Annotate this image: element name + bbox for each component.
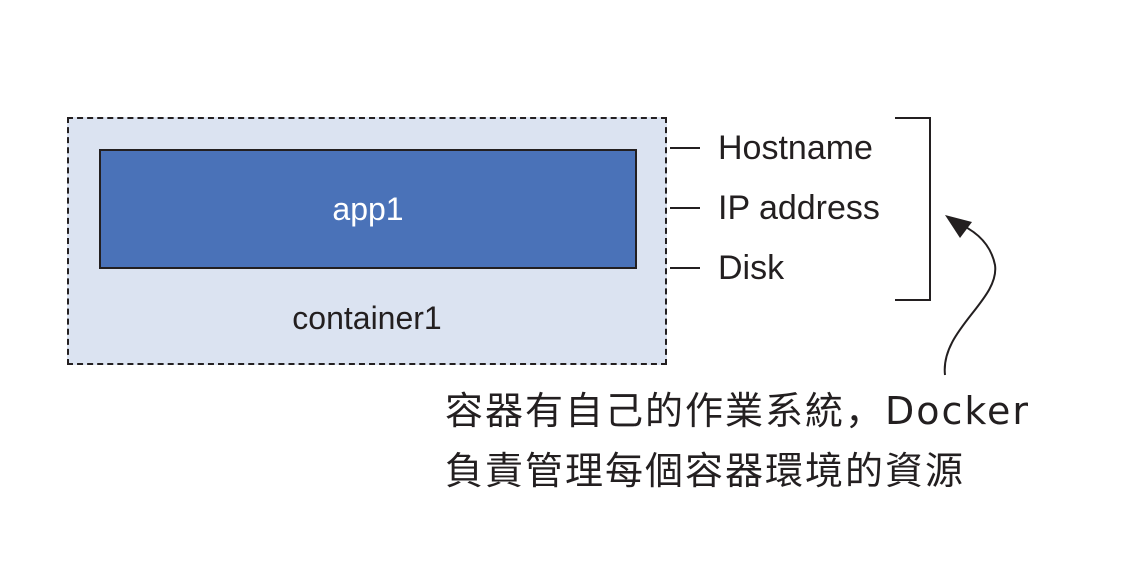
- curved-arrow-shaft: [943, 221, 997, 376]
- caption-line-2: 負責管理每個容器環境的資源: [445, 449, 966, 493]
- attribute-ip-address: IP address: [718, 189, 880, 227]
- container1-label: container1: [292, 300, 442, 336]
- right-bracket: [895, 117, 931, 301]
- app1-label: app1: [332, 190, 404, 227]
- attribute-disk: Disk: [718, 249, 785, 287]
- attribute-hostname: Hostname: [718, 129, 873, 167]
- app1-box: [99, 149, 637, 269]
- arrow-head: [945, 215, 972, 238]
- caption-line-1: 容器有自己的作業系統，Docker: [445, 389, 1031, 433]
